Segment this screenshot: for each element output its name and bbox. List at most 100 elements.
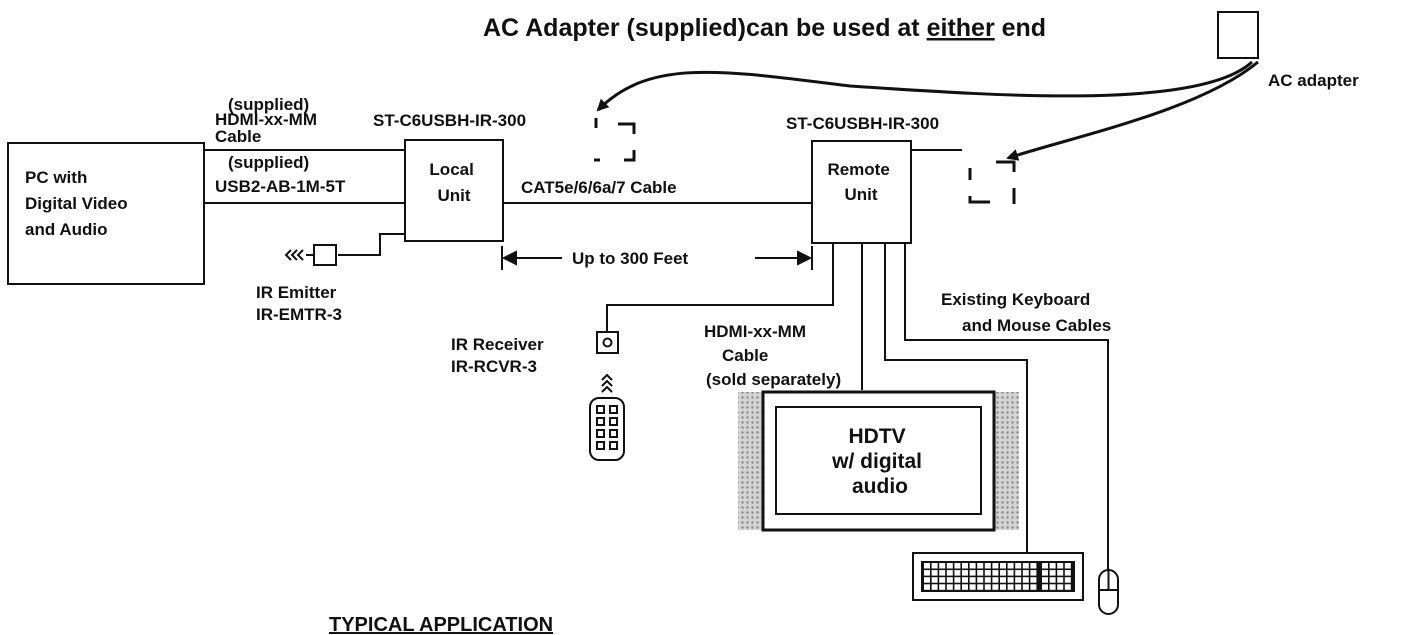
keyboard-key [992,570,999,576]
keyboard-key [1000,563,1006,569]
local-unit-model: ST-C6USBH-IR-300 [373,111,526,130]
hdtv-speaker-right [994,392,1019,530]
keyboard-key [984,577,991,583]
ac-arrow-to-local [596,60,1254,112]
keyboard-key [962,563,968,569]
keyboard-key [1030,563,1037,569]
keyboard-key [954,584,961,590]
keyboard-key [924,577,930,583]
hdmi-cable-supplied-label: (supplied) HDMI-xx-MM Cable [215,95,322,146]
keyboard-key [977,577,984,583]
keyboard-key [962,570,968,576]
keyboard-key [984,570,991,576]
keyboard-key [1022,570,1029,576]
keyboard-key [1030,584,1037,590]
keyboard-key [946,570,953,576]
keyboard-key [969,584,976,590]
keyboard-key [969,577,976,583]
keyboard-key [939,570,946,576]
keyboard-key [931,563,938,569]
keyboard-key [931,577,938,583]
keyboard-key [1042,563,1048,569]
keyboard-key [1030,570,1037,576]
ir-receiver-icon [596,331,619,354]
keyboard-key [977,584,984,590]
pc-label: PC with Digital Video and Audio [25,168,132,239]
keyboard-cable [884,243,1028,553]
cat-cable-label: CAT5e/6/6a/7 Cable [521,178,677,197]
keyboard-key [1030,577,1037,583]
local-unit-label: Local Unit [429,160,478,205]
keyboard-key [1015,584,1022,590]
pc-box [7,142,205,285]
keyboard-key [1015,563,1022,569]
keyboard-key [1007,570,1014,576]
remote-unit-box [811,140,912,244]
hdtv-label: HDTV w/ digital audio [831,425,928,498]
keyboard-key [1007,563,1014,569]
ir-receiver-cable [606,243,834,332]
keyboard-key [1000,584,1006,590]
usb-cable-supplied-label: (supplied) USB2-AB-1M-5T [215,153,346,196]
keyboard-key [1015,577,1022,583]
local-unit-box [404,139,504,242]
ir-receiver-sensor [602,337,613,348]
ac-arrow-to-remote [1006,60,1259,161]
keyboard-key [954,570,961,576]
keyboard-key [969,570,976,576]
keyboard-key [931,584,938,590]
distance-marker [501,246,813,270]
keyboard-key [946,563,953,569]
remote-unit-model: ST-C6USBH-IR-300 [786,114,939,133]
keyboard-mouse-cables-label: Existing Keyboard and Mouse Cables [941,290,1111,335]
remote-control-icon [589,373,625,461]
keyboard-key [992,563,999,569]
keyboard-key [1057,577,1064,583]
footer-title: TYPICAL APPLICATION [329,614,553,635]
keyboard-key [1057,563,1064,569]
ir-emitter-icon [284,233,405,266]
keyboard-key [946,577,953,583]
keyboard-key [924,570,930,576]
distance-label: Up to 300 Feet [572,249,689,268]
keyboard-key [1057,584,1064,590]
keyboard-key [924,584,930,590]
hdtv-speaker-left [738,392,763,530]
keyboard-key [1057,570,1064,576]
ac-adapter-label: AC adapter [1268,71,1359,90]
keyboard-key [924,563,930,569]
keyboard-key [977,563,984,569]
keyboard-key [1049,584,1056,590]
keyboard-key [984,584,991,590]
keyboard-key [977,570,984,576]
keyboard-key [1007,584,1014,590]
keyboard-key [1064,570,1071,576]
keyboard-key [1049,570,1056,576]
keyboard-key [939,584,946,590]
keyboard-key [1007,577,1014,583]
keyboard-icon [912,552,1084,601]
keyboard-key [984,563,991,569]
keyboard-key [954,577,961,583]
ac-adapter-box [1217,11,1259,59]
keyboard-key [1022,577,1029,583]
hdtv-screen [775,406,982,515]
mouse-icon [1098,569,1119,615]
keyboard-key [1022,584,1029,590]
hdmi-cable-separate-label: HDMI-xx-MM Cable (sold separately) [704,322,841,389]
keyboard-key [1000,570,1006,576]
keyboard-key [1064,563,1071,569]
keyboard-key [992,584,999,590]
keyboard-key [1015,570,1022,576]
keyboard-key [1049,577,1056,583]
remote-unit-label: Remote Unit [827,160,894,204]
power-placeholder-remote [968,160,1016,204]
title-text: AC Adapter (supplied)can be used at eith… [483,14,1046,42]
keyboard-key [931,570,938,576]
keyboard-key [1022,563,1029,569]
keyboard-key [962,577,968,583]
keyboard-key [1042,570,1048,576]
keyboard-key [1000,577,1006,583]
keyboard-key [954,563,961,569]
